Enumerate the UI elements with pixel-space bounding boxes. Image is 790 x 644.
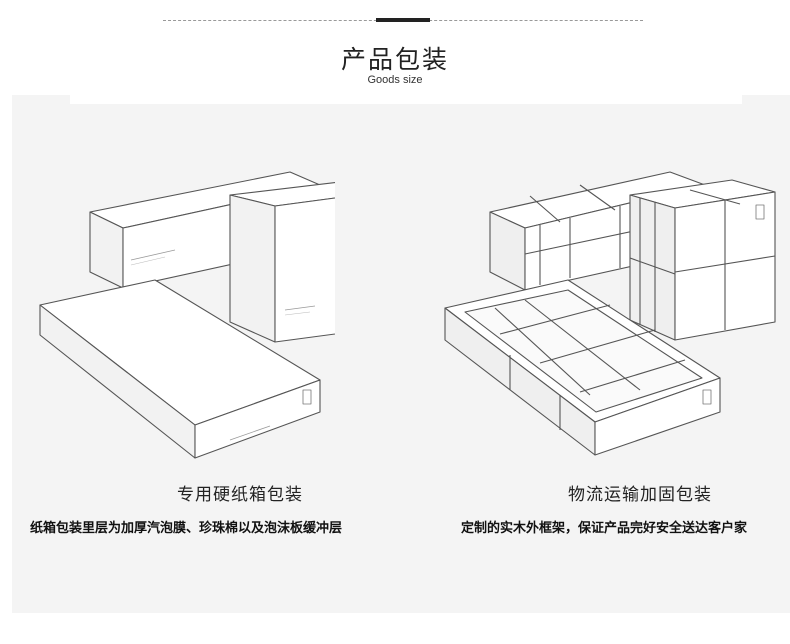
page-title: 产品包装 [340,45,449,74]
wooden-crate-illustration [444,171,776,456]
package-description-crate: 定制的实木外框架，保证产品完好安全送达客户家 [461,521,748,536]
header-accent-bar [376,18,430,22]
package-caption-carton: 专用硬纸箱包装 [177,485,303,505]
page-subtitle: Goods size [367,74,423,86]
panel-top-notch [70,95,742,104]
package-description-carton: 纸箱包装里层为加厚汽泡膜、珍珠棉以及泡沫板缓冲层 [30,521,343,536]
page-header: 产品包装 Goods size [0,0,790,95]
package-caption-crate: 物流运输加固包装 [568,485,712,505]
cardboard-box-illustration [39,171,335,459]
